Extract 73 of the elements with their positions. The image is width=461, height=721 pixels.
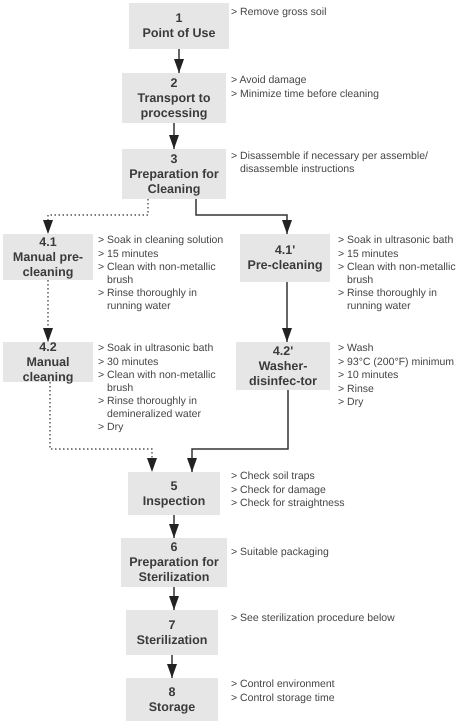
step-number: 4.2 <box>39 340 57 354</box>
note-text: > Clean with non-metallic brush <box>98 369 217 394</box>
note-text: > 15 minutes <box>98 248 160 260</box>
arrow <box>169 123 179 149</box>
arrow <box>195 199 292 234</box>
step-title: Washer-disinfec-tor <box>248 358 318 388</box>
process-box <box>126 610 218 655</box>
note-text: > 93°C (200°F) minimum <box>338 356 456 368</box>
step-number: 8 <box>168 684 176 700</box>
process-box <box>122 149 226 199</box>
step-number: 7 <box>168 618 176 632</box>
note-text: > Minimize time before cleaning <box>231 88 380 100</box>
process-box <box>121 538 227 587</box>
note-text: > Soak in cleaning solution <box>98 234 224 246</box>
arrow <box>282 282 292 342</box>
note-text: > Wash <box>338 342 374 354</box>
step-number: 2 <box>170 76 178 90</box>
process-box <box>3 234 93 280</box>
step-number: 3 <box>170 152 178 166</box>
note-text: > Remove gross soil <box>231 6 328 18</box>
arrow <box>167 655 177 678</box>
note-text: > Rinse thoroughly in running water <box>98 287 198 312</box>
arrow <box>169 515 179 538</box>
step-number: 4.2' <box>272 344 294 358</box>
note-text: > 30 minutes <box>98 356 160 368</box>
note-text: > Avoid damage <box>231 74 308 86</box>
note-text: > Check for straightness <box>231 497 346 510</box>
step-title: Point of Use <box>142 26 216 41</box>
arrow <box>43 199 149 234</box>
note-text: > Control storage time <box>231 692 336 704</box>
process-box <box>126 678 218 721</box>
step-number: 6 <box>170 540 178 555</box>
note-text: > Check soil traps <box>231 470 316 482</box>
note-text: > Dry <box>98 421 124 434</box>
note-text: > Check for damage <box>231 484 327 496</box>
step-title: Manual cleaning <box>22 354 74 384</box>
process-box <box>236 342 330 390</box>
step-number: 5 <box>170 478 178 494</box>
note-text: > Suitable packaging <box>231 546 330 558</box>
process-box <box>3 342 93 382</box>
step-number: 1 <box>176 11 182 26</box>
process-box <box>240 234 330 282</box>
note-text: > Control environment <box>231 678 336 690</box>
arrow <box>169 587 179 610</box>
arrow <box>49 382 157 472</box>
note-text: > Rinse thoroughly in demineralized water <box>98 395 202 420</box>
note-text: > Soak in ultrasonic bath <box>338 234 454 246</box>
note-text: > Soak in ultrasonic bath <box>98 342 214 354</box>
note-text: > Clean with non-metallic brush <box>98 261 217 286</box>
process-box <box>129 3 229 49</box>
arrow <box>174 49 184 73</box>
step-title: Manual pre-cleaning <box>12 250 84 280</box>
note-text: > 10 minutes <box>338 369 400 382</box>
step-title: Storage <box>148 700 196 714</box>
note-text: > Disassemble if necessary per assemble/ disassemble instructions <box>231 150 429 175</box>
step-title: Preparation for Cleaning <box>128 166 220 196</box>
arrow <box>43 280 53 342</box>
note-text: > Clean with non-metallic brush <box>338 261 457 286</box>
step-number: 4.1' <box>274 243 296 258</box>
note-text: > Rinse <box>338 382 375 395</box>
note-text: > See sterilization procedure below <box>231 612 396 624</box>
step-number: 4.1 <box>39 234 57 250</box>
process-box <box>128 472 220 515</box>
note-text: > 15 minutes <box>338 248 400 260</box>
note-text: > Rinse thoroughly in running water <box>338 287 438 312</box>
process-box <box>122 73 226 123</box>
step-title: Sterilization <box>136 632 208 648</box>
step-title: Preparation for Sterilization <box>128 555 220 585</box>
step-title: Pre-cleaning <box>247 258 323 273</box>
step-title: Transport to processing <box>136 90 212 120</box>
arrow <box>187 390 289 472</box>
note-text: > Dry <box>338 396 364 408</box>
step-title: Inspection <box>142 494 206 508</box>
